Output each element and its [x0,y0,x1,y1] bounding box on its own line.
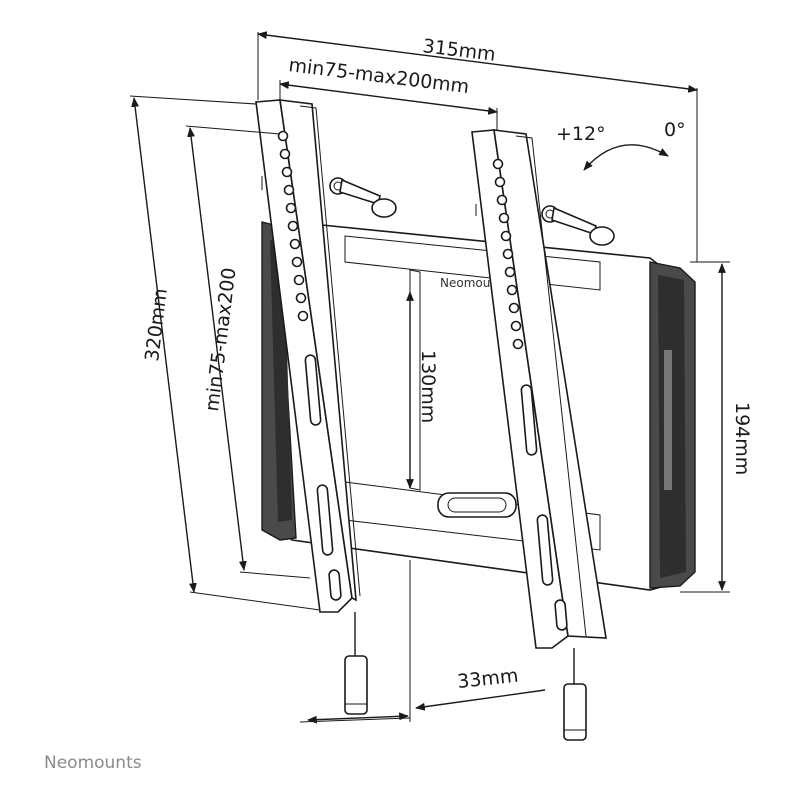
left-bracket-holes [277,130,309,322]
right-bracket-holes [492,158,524,350]
tilt-indicator: +12° 0° [556,119,686,171]
left-pad [261,221,297,541]
brand-logo-text: Neomounts [44,753,142,773]
overall-width-label: 315mm [421,35,496,66]
left-safety-cord [344,612,368,715]
right-bracket [471,129,607,649]
right-tilt-knob [475,204,615,246]
tilt-neutral-label: 0° [664,119,686,141]
plate-brand-text: Neomou [440,276,490,290]
tilt-forward-label: +12° [556,123,606,145]
plate-height-label: 194mm [731,402,753,475]
right-pad [649,261,696,589]
dimension-hole-spacing: 130mm [406,291,439,489]
dimension-plate-height: 194mm [680,261,753,593]
plate-slot [437,492,517,518]
overall-height-label: 320mm [141,287,172,362]
right-safety-cord [563,648,587,741]
vesa-vertical-label: min75-max200 [201,266,240,412]
wall-distance-label: 33mm [456,665,519,693]
left-tilt-knob [261,176,397,218]
hole-spacing-label: 130mm [417,350,439,423]
vesa-horizontal-label: min75-max200mm [287,54,470,98]
